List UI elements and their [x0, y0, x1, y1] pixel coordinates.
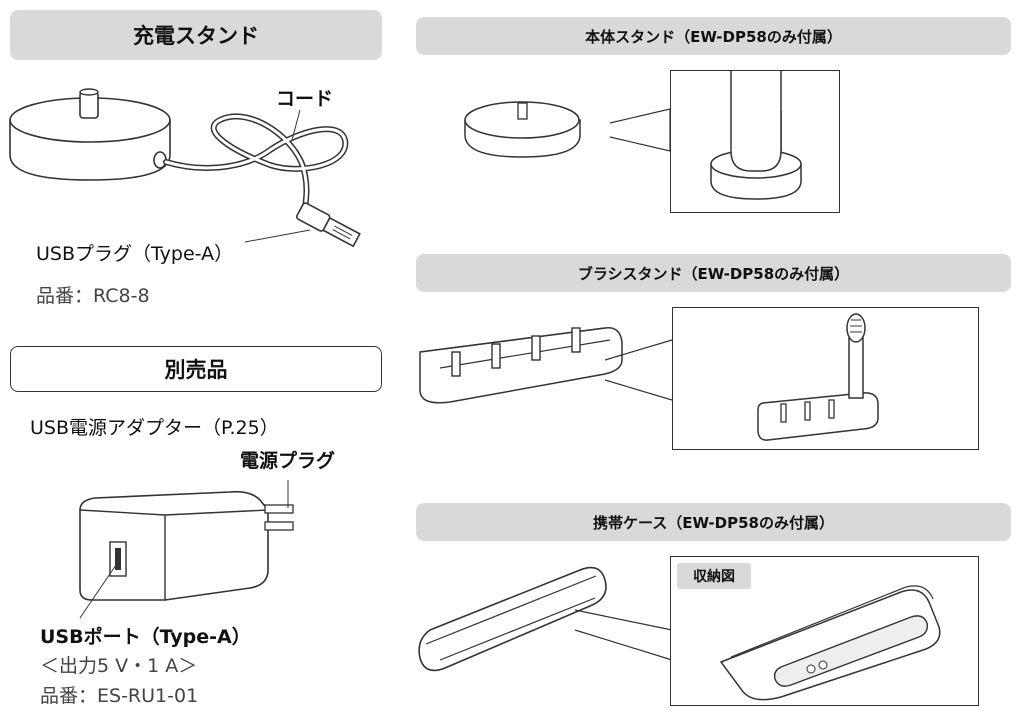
travel-case-illustration [418, 566, 673, 672]
usb-port-label: USBポート（Type-A） [40, 626, 251, 648]
body-stand-detail-illustration [710, 71, 802, 200]
adapter-output-label: ＜出力5 V・1 A＞ [40, 655, 198, 677]
travel-case-heading: 携帯ケース（EW-DP58のみ付属） [416, 503, 1011, 541]
travel-case-detail-frame: 収納図 [670, 556, 979, 706]
cord-label: コード [276, 88, 334, 110]
sold-separately-heading: 別売品 [10, 346, 382, 392]
travel-case-detail-illustration [719, 585, 941, 701]
usb-adapter-illustration [79, 480, 294, 619]
usb-adapter-label: USB電源アダプター（P.25） [30, 417, 279, 439]
brush-stand-detail-frame [672, 307, 979, 450]
body-stand-illustration [464, 101, 671, 158]
body-stand-heading: 本体スタンド（EW-DP58のみ付属） [416, 17, 1011, 55]
power-plug-label: 電源プラグ [240, 450, 336, 472]
brush-stand-heading: ブラシスタンド（EW-DP58のみ付属） [416, 254, 1011, 292]
storage-diagram-label: 収納図 [677, 563, 751, 589]
charging-stand-part-number: 品番：RC8-8 [36, 285, 150, 307]
charging-stand-heading: 充電スタンド [10, 10, 382, 60]
charging-stand-illustration [9, 88, 361, 248]
usb-plug-label: USBプラグ（Type-A） [36, 243, 234, 265]
brush-stand-detail-illustration [757, 313, 879, 441]
adapter-part-number: 品番：ES-RU1-01 [40, 685, 199, 707]
brush-stand-illustration [419, 327, 673, 404]
body-stand-detail-frame [670, 70, 840, 213]
